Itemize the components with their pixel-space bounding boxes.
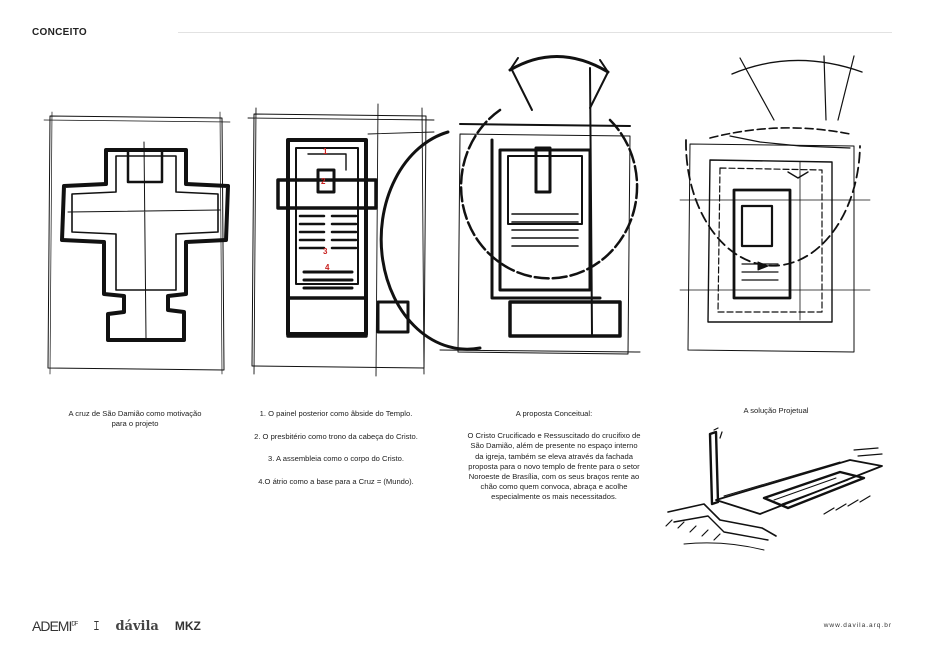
marker-label: 4 [325,263,330,272]
sketch-design-solution [650,50,890,376]
logo-dc-mark: ꕯ [93,618,100,633]
caption-title: A solução Projetual [743,406,809,415]
caption-body: O Cristo Crucificado e Ressuscitado do c… [467,431,641,502]
page-title: CONCEITO [32,27,87,38]
caption-proposal: A proposta Conceitual: O Cristo Crucific… [466,409,642,503]
logo-davila: dávila [115,618,159,634]
caption-title: A proposta Conceitual: [515,409,593,418]
caption-text: A cruz de São Damião como motivação para… [68,409,202,429]
caption-plan-list: 1. O painel posterior como âbside do Tem… [228,409,444,500]
marker-label: 3 [323,247,328,256]
logo-ademi: ADEMIDF [32,618,78,634]
caption-item: 1. O painel posterior como âbside do Tem… [259,409,413,418]
marker-label: 2 [321,177,326,186]
caption-item: 3. A assembleia como o corpo do Cristo. [268,454,404,464]
sketch-temple-plan [248,104,438,376]
caption-solution: A solução Projetual [708,406,844,416]
logo-mkz: MKZ [174,619,201,633]
website-url[interactable]: www.davila.arq.br [823,622,892,629]
caption-item: 4.O átrio como a base para a Cruz = (Mun… [258,477,414,487]
footer-logos: ADEMIDF ꕯ dávila MKZ [32,616,201,636]
header-divider [178,32,892,33]
marker-label: 1 [323,147,328,156]
sketch-perspective [664,428,884,558]
caption-item: 2. O presbitério como trono da cabeça do… [254,431,418,441]
sketch-markers: 1 2 3 4 [321,147,330,272]
sketch-cross-sao-damiao [44,112,234,377]
sketch-conceptual-proposal [440,44,640,376]
caption-cross: A cruz de São Damião como motivação para… [60,409,210,429]
